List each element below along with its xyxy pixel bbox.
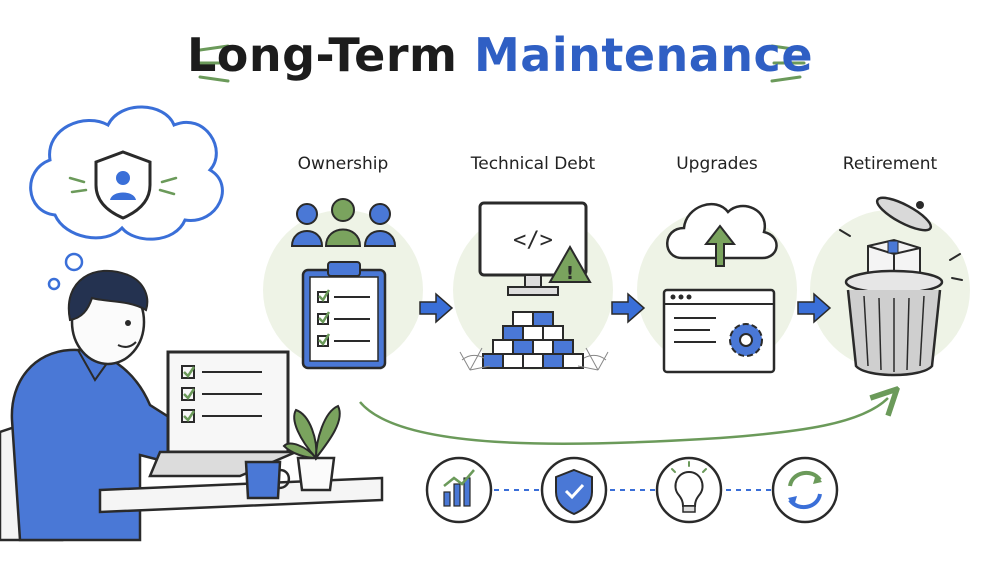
step-label-retirement: Retirement [842,154,938,174]
svg-text:</>: </> [513,228,553,253]
team-clipboard-icon [290,198,397,370]
cloud-upload-window-icon [662,202,778,374]
hair [67,269,149,322]
potted-plant [282,404,341,492]
monitor-code-warning-icon: </> ! [459,201,609,371]
chart-growth-icon [425,456,493,524]
title-sparkle-right [770,44,806,83]
arrow-step-1-2 [419,292,454,324]
title-part-2: Maintenance [474,28,814,82]
arrow-step-3-4 [797,292,832,324]
step-label-ownership: Ownership [297,154,389,174]
refresh-icon [771,456,839,524]
thought-bubble [29,105,224,291]
shield-check-icon [540,456,608,524]
step-label-upgrades: Upgrades [676,154,758,174]
title-sparkle-left [194,44,230,83]
title-part-1: Long-Term [186,28,474,82]
person-at-desk-illustration [0,269,384,542]
arrow-step-2-3 [611,292,646,324]
trash-can-icon [839,196,963,377]
cobweb [459,347,609,371]
coffee-mug [244,460,291,500]
lightbulb-icon [655,456,723,524]
page-title: Long-Term Maintenance [0,28,1000,82]
step-label-technical-debt: Technical Debt [470,154,596,174]
shield-user-icon [94,150,152,220]
desk [98,476,384,514]
svg-text:!: ! [566,263,574,284]
lifecycle-arrow [359,398,888,446]
checklist-on-screen [181,365,262,423]
laptop-base [148,450,297,478]
